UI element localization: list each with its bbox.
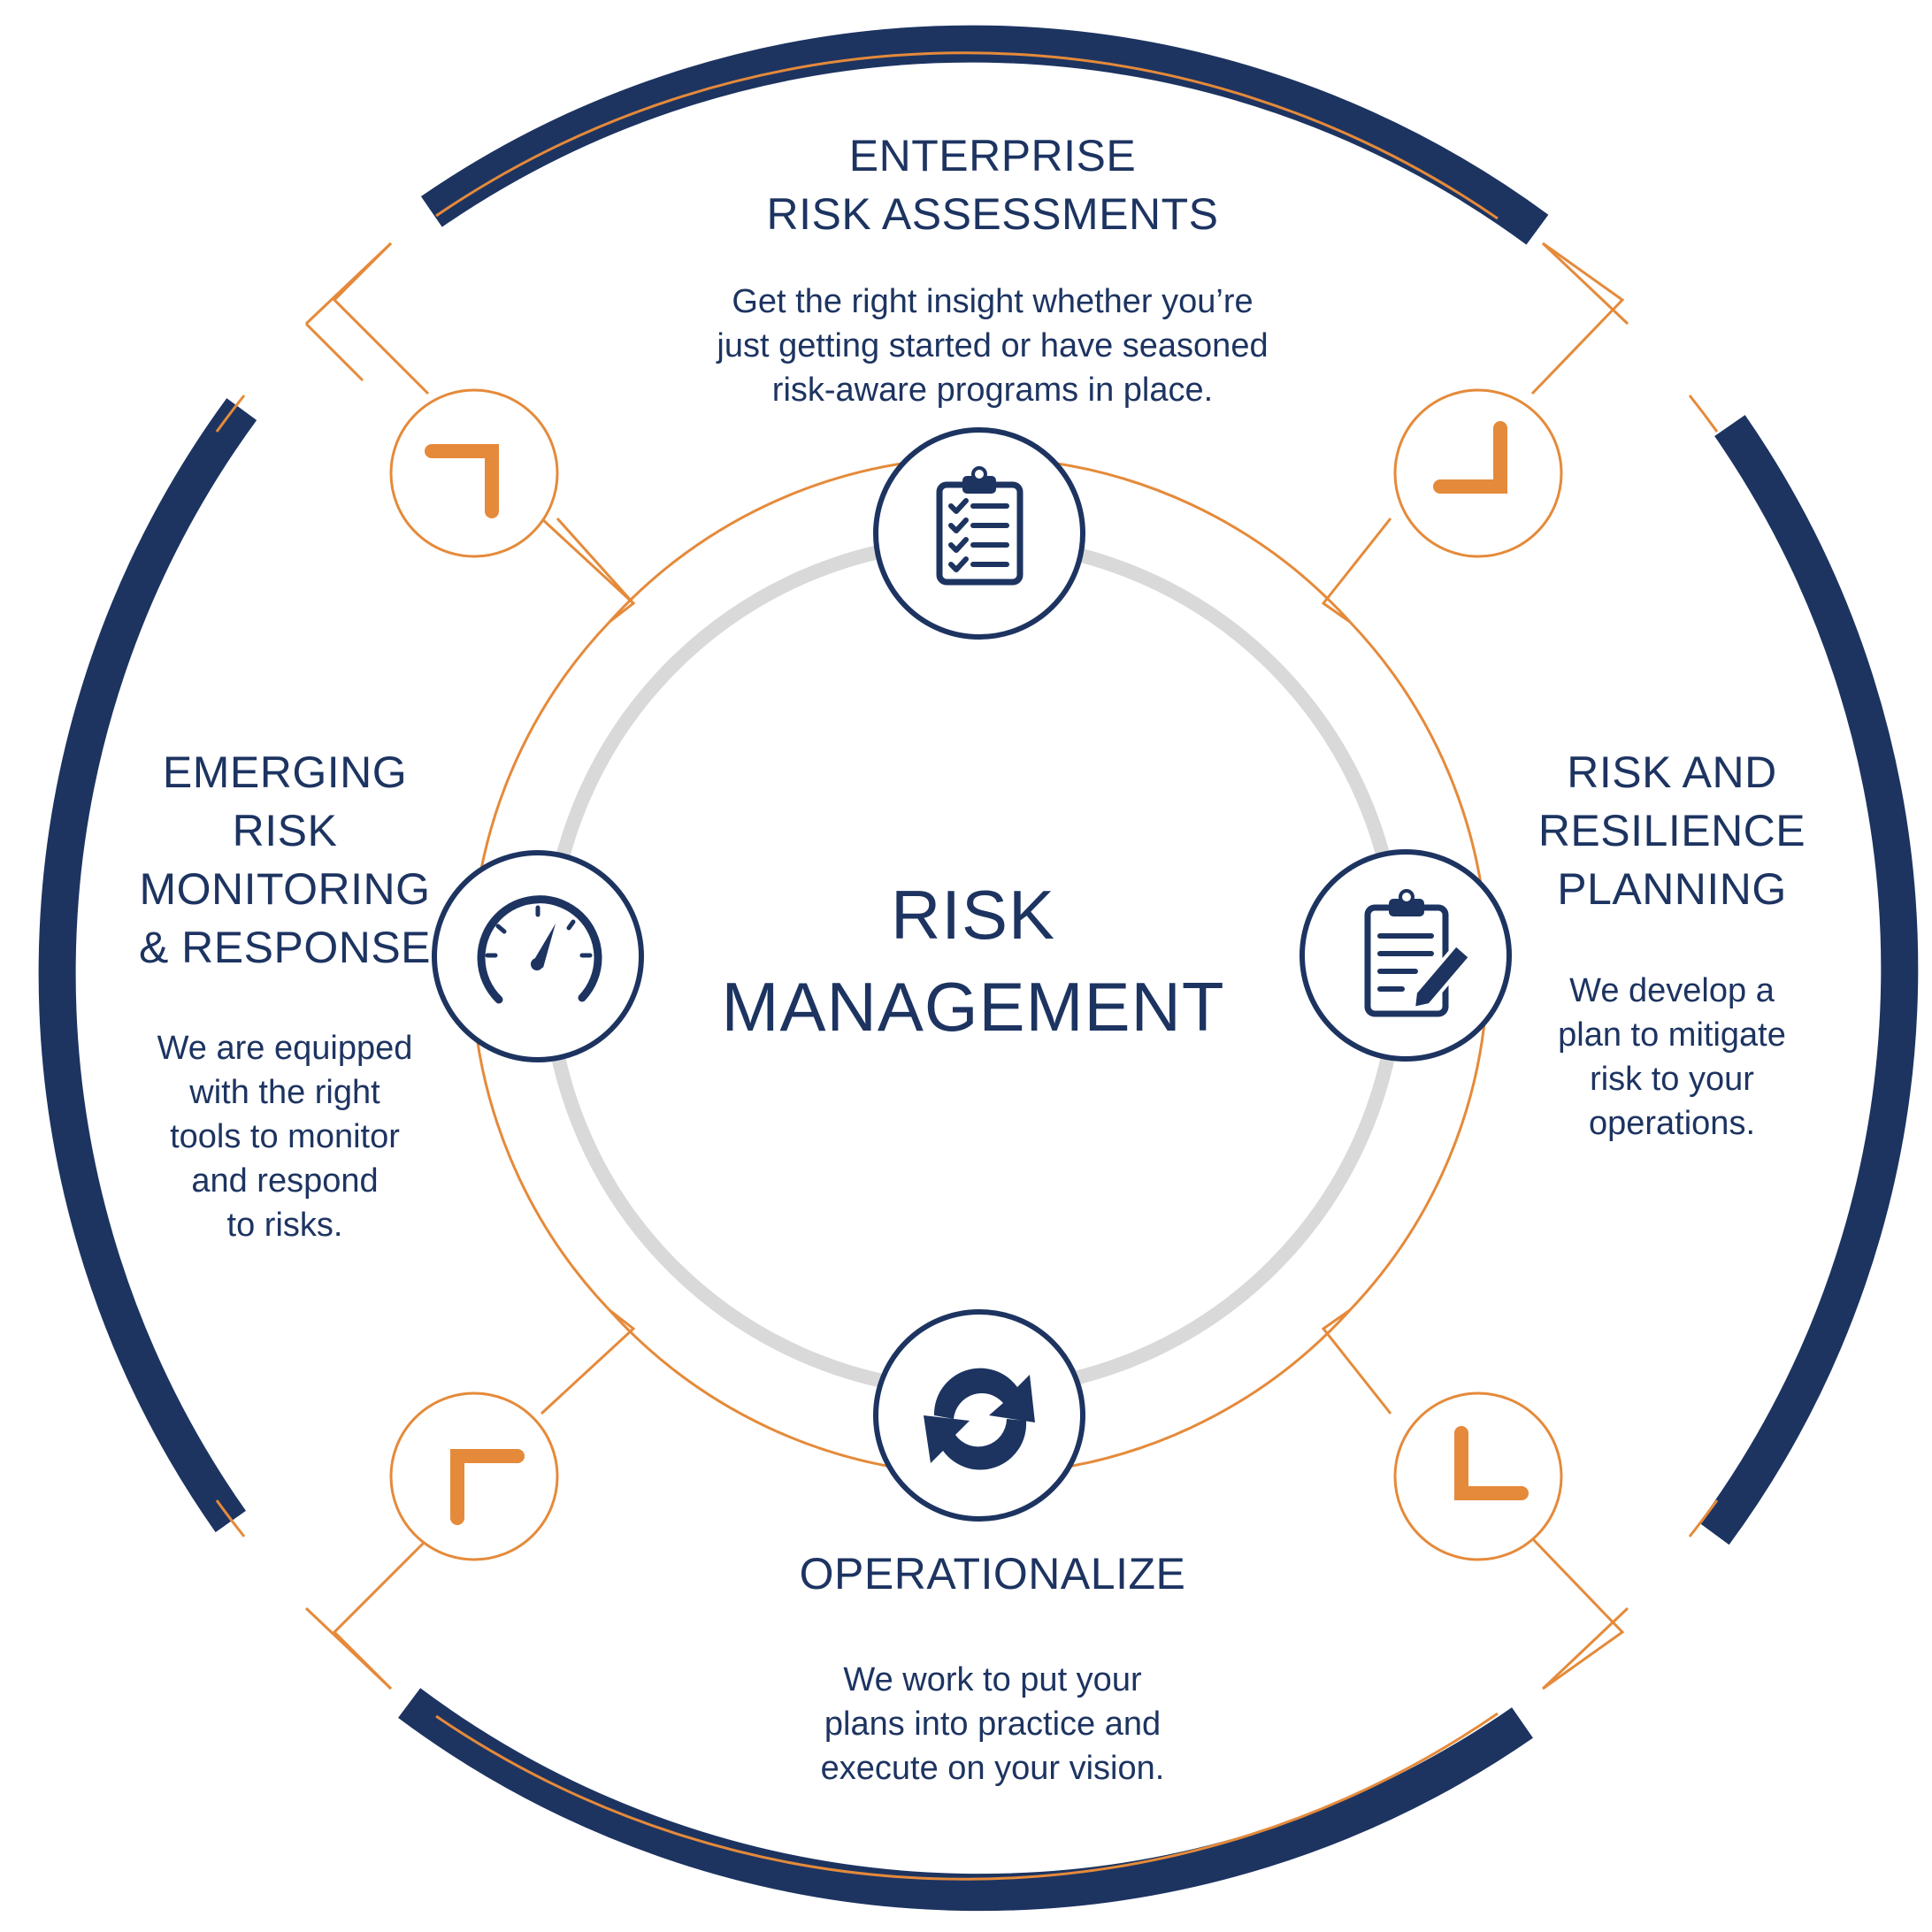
section-top-title: ENTERPRISE RISK ASSESSMENTS — [766, 131, 1219, 239]
chevron-icon — [1433, 421, 1507, 494]
corner-markers — [389, 388, 1563, 1561]
outer-arc-left — [38, 398, 257, 1533]
outer-ring — [38, 25, 1919, 1912]
section-bottom-title: OPERATIONALIZE — [799, 1549, 1186, 1598]
corner-marker-top-right — [1393, 388, 1563, 558]
clipboard-checklist-icon — [873, 427, 1085, 640]
section-left-title: EMERGING RISK MONITORING & RESPONSE — [138, 748, 432, 972]
chevron-icon — [425, 444, 499, 518]
section-left-description: We are equipped with the right tools to … — [157, 1030, 413, 1244]
corner-marker-bottom-left — [389, 1392, 559, 1561]
section-right-description: We develop a plan to mitigate risk to yo… — [1558, 972, 1786, 1142]
outer-arc-bottom — [398, 1688, 1533, 1912]
corner-marker-top-left — [389, 388, 559, 558]
section-top-description: Get the right insight whether you’re jus… — [717, 283, 1269, 409]
section-right-title: RISK AND RESILIENCE PLANNING — [1537, 748, 1806, 914]
speedometer-icon — [432, 850, 644, 1062]
section-bottom-description: We work to put your plans into practice … — [820, 1661, 1165, 1787]
refresh-cycle-icon — [873, 1309, 1085, 1522]
outer-arc-right — [1698, 415, 1919, 1545]
chevron-icon — [1454, 1426, 1529, 1500]
clipboard-edit-icon — [1300, 849, 1512, 1062]
chevron-icon — [450, 1449, 525, 1525]
corner-marker-bottom-right — [1393, 1392, 1563, 1561]
center-title: RISK MANAGEMENT — [721, 876, 1225, 1046]
outer-arc-top — [420, 25, 1549, 245]
